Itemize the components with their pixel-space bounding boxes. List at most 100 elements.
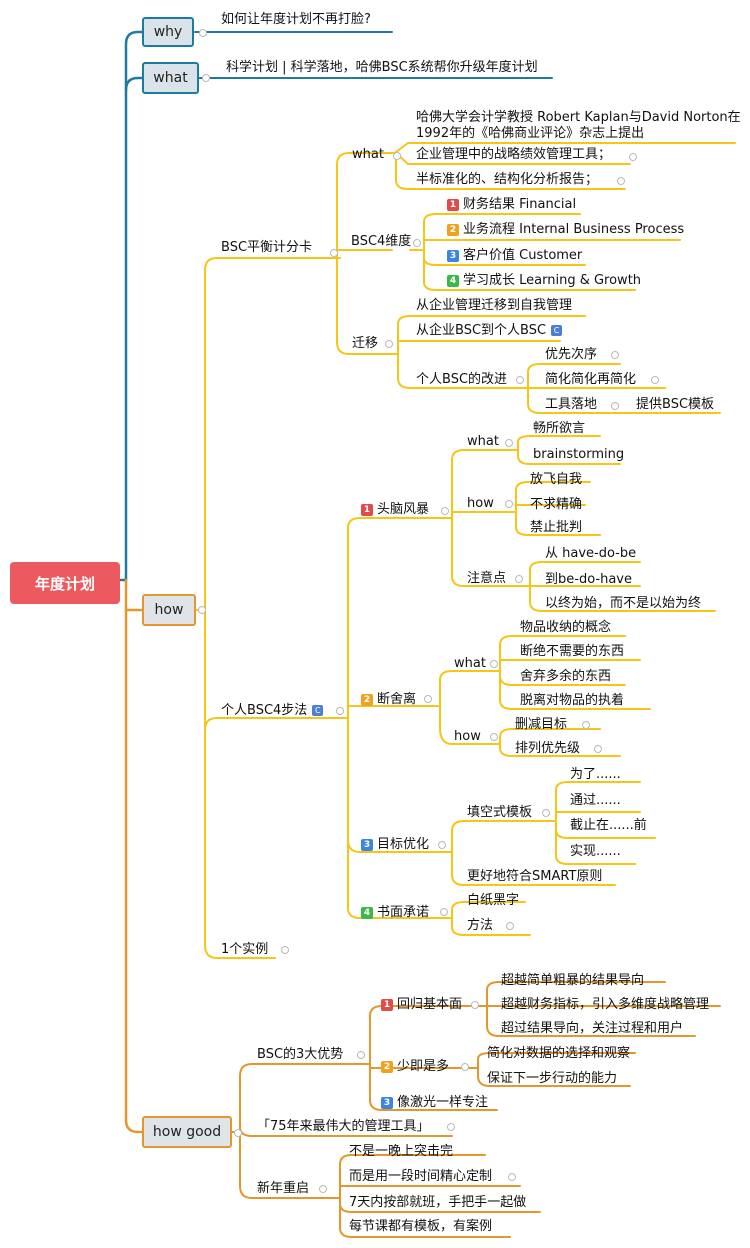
collapse-toggle-icon[interactable] [336,707,344,715]
collapse-toggle-icon[interactable] [198,606,206,614]
declutter-how[interactable]: how [454,729,481,744]
commit-1[interactable]: 白纸黑字 [467,893,520,908]
collapse-toggle-icon[interactable] [393,152,401,160]
collapse-toggle-icon[interactable] [505,439,513,447]
note-1[interactable]: 从 have-do-be [545,546,637,561]
brainstorm-what-1[interactable]: 畅所欲言 [533,421,586,436]
collapse-toggle-icon[interactable] [424,695,432,703]
declutter-what-1[interactable]: 物品收纳的概念 [520,620,612,635]
howgood-node[interactable]: how good [142,1116,232,1148]
collapse-toggle-icon[interactable] [471,1001,479,1009]
less-2[interactable]: 保证下一步行动的能力 [487,1071,618,1086]
collapse-toggle-icon[interactable] [330,249,338,257]
less-1[interactable]: 简化对数据的选择和观察 [487,1046,631,1061]
improve-item2[interactable]: 简化简化再简化 [545,372,637,387]
collapse-toggle-icon[interactable] [438,841,446,849]
collapse-toggle-icon[interactable] [441,507,449,515]
brainstorm-what-2[interactable]: brainstorming [533,447,625,462]
template-4[interactable]: 实现...... [570,844,621,859]
collapse-toggle-icon[interactable] [202,74,210,82]
quote-node[interactable]: 「75年来最伟大的管理工具」 [257,1119,430,1134]
declutter-what-4[interactable]: 脱离对物品的执着 [520,693,625,708]
restart-4[interactable]: 每节课都有模板，有案例 [349,1219,493,1234]
collapse-toggle-icon[interactable] [490,660,498,668]
collapse-toggle-icon[interactable] [542,809,550,817]
collapse-toggle-icon[interactable] [357,1051,365,1059]
brainstorm-what[interactable]: what [467,434,499,449]
collapse-toggle-icon[interactable] [629,153,637,161]
back-1[interactable]: 超越简单粗暴的结果导向 [501,973,645,988]
declutter-how-1[interactable]: 删减目标 [515,717,568,732]
bsc-what-item2[interactable]: 企业管理中的战略绩效管理工具； [416,147,612,162]
collapse-toggle-icon[interactable] [440,908,448,916]
restart-3[interactable]: 7天内按部就班，手把手一起做 [349,1195,527,1210]
collapse-toggle-icon[interactable] [651,376,659,384]
brainstorm-how-2[interactable]: 不求精确 [530,497,583,512]
restart-2[interactable]: 而是用一段时间精心定制 [349,1169,493,1184]
root-node[interactable]: 年度计划 [10,562,120,604]
collapse-toggle-icon[interactable] [461,1063,469,1071]
collapse-toggle-icon[interactable] [447,1123,455,1131]
collapse-toggle-icon[interactable] [234,1129,242,1137]
template-1[interactable]: 为了...... [570,767,621,782]
smart-item[interactable]: 更好地符合SMART原则 [467,869,603,884]
how-node[interactable]: how [142,594,196,626]
declutter-what[interactable]: what [454,656,486,671]
bsc-dims-node[interactable]: BSC4维度 [351,234,412,249]
collapse-toggle-icon[interactable] [413,239,421,247]
collapse-toggle-icon[interactable] [611,351,619,359]
why-child[interactable]: 如何让年度计划不再打脸? [221,12,371,27]
template-2[interactable]: 通过...... [570,793,621,808]
note-3[interactable]: 以终为始，而不是以始为终 [545,596,702,611]
brainstorm-how-1[interactable]: 放飞自我 [530,472,583,487]
improve-item3[interactable]: 工具落地 [545,397,598,412]
brainstorm-note[interactable]: 注意点 [467,571,507,586]
tool-child[interactable]: 提供BSC模板 [636,397,715,412]
collapse-toggle-icon[interactable] [319,1185,327,1193]
migrate-node[interactable]: 迁移 [352,336,379,351]
collapse-toggle-icon[interactable] [281,946,289,954]
collapse-toggle-icon[interactable] [508,1173,516,1181]
collapse-toggle-icon[interactable] [516,376,524,384]
adv-node[interactable]: BSC的3大优势 [257,1047,344,1062]
brainstorm-how-3[interactable]: 禁止批判 [530,520,583,535]
collapse-toggle-icon[interactable] [199,29,207,37]
template-3[interactable]: 截止在......前 [570,818,647,833]
bsc-what-node[interactable]: what [352,147,384,162]
collapse-toggle-icon[interactable] [490,733,498,741]
example-node[interactable]: 1个实例 [221,942,269,957]
declutter-what-3[interactable]: 舍弃多余的东西 [520,669,612,684]
bsc-what-item3[interactable]: 半标准化的、结构化分析报告； [416,172,599,187]
collapse-toggle-icon[interactable] [515,575,523,583]
improve-node[interactable]: 个人BSC的改进 [416,372,508,387]
back-2[interactable]: 超越财务指标，引入多维度战略管理 [501,997,710,1012]
back-3[interactable]: 超过结果导向，关注过程和用户 [501,1021,684,1036]
collapse-toggle-icon[interactable] [385,340,393,348]
template-node[interactable]: 填空式模板 [467,805,533,820]
why-node[interactable]: why [142,17,194,47]
migrate-item1[interactable]: 从企业管理迁移到自我管理 [416,298,573,313]
commit-2[interactable]: 方法 [467,918,494,933]
bsc-node[interactable]: BSC平衡计分卡 [221,240,313,255]
collapse-toggle-icon[interactable] [594,745,602,753]
collapse-toggle-icon[interactable] [617,177,625,185]
collapse-toggle-icon[interactable] [582,721,590,729]
collapse-toggle-icon[interactable] [505,500,513,508]
restart-1[interactable]: 不是一晚上突击完 [349,1144,454,1159]
restart-node[interactable]: 新年重启 [257,1181,310,1196]
collapse-toggle-icon[interactable] [611,402,619,410]
what-node[interactable]: what [142,62,199,94]
improve-item1[interactable]: 优先次序 [545,347,598,362]
